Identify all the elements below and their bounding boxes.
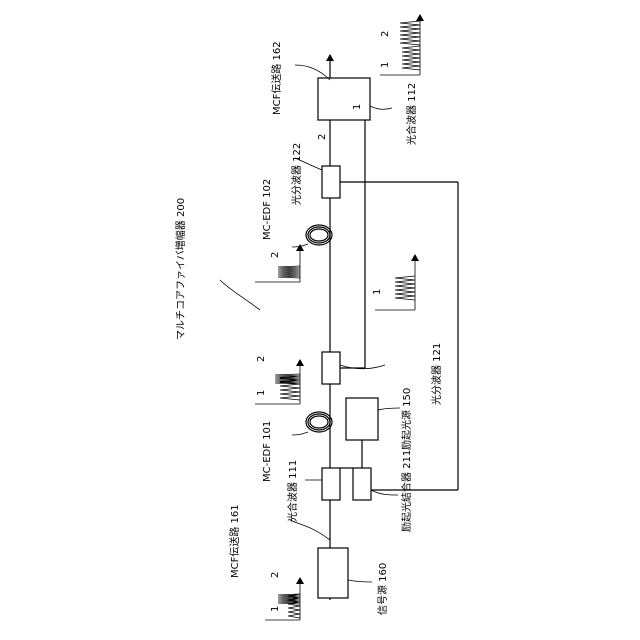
combiner111-label: 光合波器 111 — [286, 460, 299, 522]
core-mark-output-1: 1 — [380, 62, 391, 68]
spectrum-bypass — [375, 255, 415, 310]
coupler211-label: 励起光結合器 211 — [400, 450, 413, 532]
mcf161-label: MCF伝送路 161 — [228, 504, 241, 578]
splitter122-label: 光分波器 122 — [290, 143, 303, 205]
edf101-label: MC-EDF 101 — [262, 421, 273, 482]
leader-coupler211 — [371, 490, 398, 495]
splitter121-label: 光分波器 121 — [430, 343, 443, 405]
leader-title — [220, 280, 260, 310]
signal-source-box — [318, 548, 348, 598]
signal160-label: 信号源 160 — [376, 563, 389, 615]
edf-102-coil — [306, 225, 332, 245]
edf102-label: MC-EDF 102 — [262, 179, 273, 240]
splitter-122-box — [322, 166, 340, 198]
core-mark-pre102-2: 2 — [270, 252, 281, 258]
leader-edf101 — [292, 432, 308, 435]
core-mark-112-1: 1 — [352, 104, 363, 110]
pump150-label: 励起光源 150 — [400, 388, 413, 450]
core-mark-mid-1: 1 — [256, 390, 267, 396]
combiner-111-box — [322, 468, 340, 500]
spectrum-mid-left — [255, 360, 300, 404]
core-mark-112-2: 2 — [317, 134, 328, 140]
core-mark-input-2: 2 — [270, 572, 281, 578]
core-mark-input-1: 1 — [270, 606, 281, 612]
leader-comb112 — [370, 106, 392, 109]
leader-pump150 — [378, 408, 400, 410]
spectrum-input — [265, 578, 300, 620]
core-mark-mid-2: 2 — [256, 356, 267, 362]
leader-mcf161 — [290, 520, 330, 540]
splitter-121-box — [322, 352, 340, 384]
coupler-211-box — [353, 468, 371, 500]
spectrum-pre-edf102 — [255, 245, 300, 282]
leader-signal160 — [348, 580, 372, 582]
combiner-112-box — [318, 78, 370, 120]
mcf162-label: MCF伝送路 162 — [270, 41, 283, 115]
edf-101-coil — [306, 412, 332, 432]
combiner112-label: 光合波器 112 — [405, 83, 418, 145]
core-mark-output-2: 2 — [380, 31, 391, 37]
core-mark-bypass-1: 1 — [372, 289, 383, 295]
pump-150-box — [346, 398, 378, 440]
title-label: マルチコアファイバ増幅器 200 — [174, 198, 187, 340]
